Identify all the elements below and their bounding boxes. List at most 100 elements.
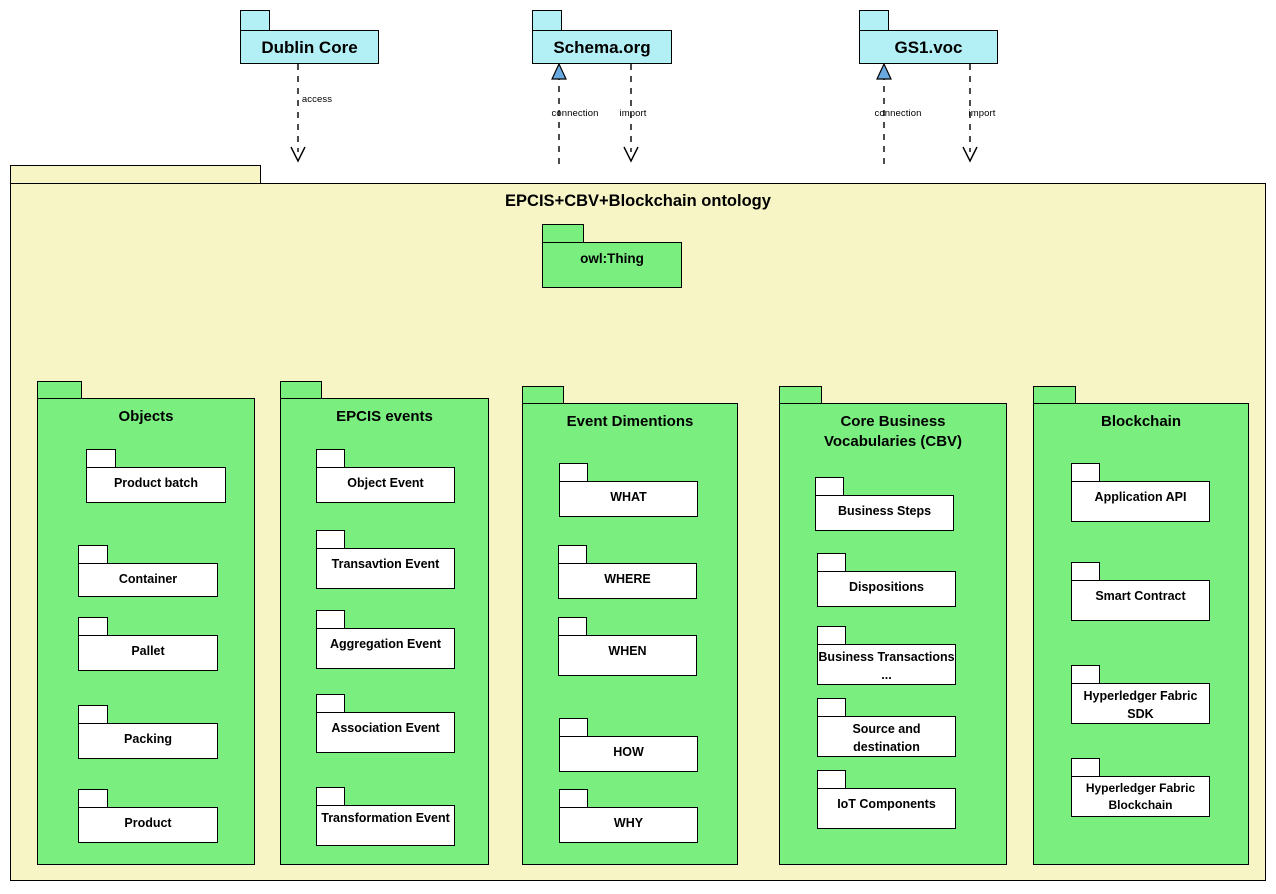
package-body: Dispositions (817, 571, 956, 607)
package-packing[interactable]: Packing (78, 705, 218, 759)
package-smart-contract[interactable]: Smart Contract (1071, 562, 1210, 621)
package-association-event[interactable]: Association Event (316, 694, 455, 753)
package-hyperledger-fabric-sdk[interactable]: Hyperledger Fabric SDK (1071, 665, 1210, 724)
package-label: Pallet (131, 644, 165, 658)
package-body: owl:Thing (542, 242, 682, 288)
package-container[interactable]: Container (78, 545, 218, 597)
package-body: Product (78, 807, 218, 843)
ontology-title: EPCIS+CBV+Blockchain ontology (505, 192, 771, 210)
package-label: Business Steps (837, 504, 932, 518)
package-product[interactable]: Product (78, 789, 218, 843)
package-body: Schema.org (532, 30, 672, 64)
package-label: Product (124, 816, 172, 830)
package-label: Smart Contract (1095, 589, 1186, 603)
package-label: Container (118, 572, 178, 586)
edge-label-import-gs1: import (968, 108, 996, 119)
edge-label-connection-schema: connection (551, 108, 599, 119)
package-pallet[interactable]: Pallet (78, 617, 218, 671)
package-gs1-voc[interactable]: GS1.voc (859, 10, 998, 64)
package-tab (280, 381, 322, 399)
package-tab (1071, 665, 1100, 684)
package-label: GS1.voc (894, 38, 963, 57)
package-what[interactable]: WHAT (559, 463, 698, 517)
package-business-steps[interactable]: Business Steps (815, 477, 954, 531)
package-tab (558, 617, 587, 636)
package-tab (78, 789, 108, 808)
package-label: Aggregation Event (329, 637, 442, 651)
package-object-event[interactable]: Object Event (316, 449, 455, 503)
package-body: Container (78, 563, 218, 597)
package-body: Aggregation Event (316, 628, 455, 669)
package-tab (522, 386, 564, 404)
package-body: Pallet (78, 635, 218, 671)
package-body: WHEN (558, 635, 697, 676)
package-tab (558, 545, 587, 564)
package-tab (316, 694, 345, 713)
package-tab (817, 770, 846, 789)
package-dispositions[interactable]: Dispositions (817, 553, 956, 607)
package-body: Transformation Event (316, 805, 455, 846)
group-label-line1: Core Business (840, 413, 946, 430)
package-tab (78, 705, 108, 724)
package-label: Transavtion Event (331, 557, 440, 571)
package-tab (1071, 463, 1100, 482)
package-label: owl:Thing (580, 251, 644, 266)
package-application-api[interactable]: Application API (1071, 463, 1210, 522)
package-product-batch[interactable]: Product batch (86, 449, 226, 503)
package-body: Dublin Core (240, 30, 379, 64)
package-business-transactions[interactable]: Business Transactions ... (817, 626, 956, 685)
package-body: Object Event (316, 467, 455, 503)
package-tab (316, 449, 345, 468)
package-hyperledger-fabric-blockchain[interactable]: Hyperledger Fabric Blockchain (1071, 758, 1210, 817)
package-tab (559, 463, 588, 482)
package-body: Product batch (86, 467, 226, 503)
package-label: WHY (613, 816, 644, 830)
package-tab (316, 530, 345, 549)
package-tab (817, 698, 846, 717)
package-why[interactable]: WHY (559, 789, 698, 843)
package-dublin-core[interactable]: Dublin Core (240, 10, 379, 64)
group-label: Blockchain (1100, 413, 1182, 430)
package-body: Transavtion Event (316, 548, 455, 589)
edge-dublin-core-access (290, 64, 306, 163)
package-schema-org[interactable]: Schema.org (532, 10, 672, 64)
package-tab (86, 449, 116, 468)
package-label: WHERE (604, 572, 651, 586)
package-transformation-event[interactable]: Transformation Event (316, 787, 455, 846)
package-when[interactable]: WHEN (558, 617, 697, 676)
package-where[interactable]: WHERE (558, 545, 697, 599)
group-label: Event Dimentions (566, 413, 694, 430)
package-body: IoT Components (817, 788, 956, 829)
edge-label-access: access (301, 94, 333, 105)
package-body: WHY (559, 807, 698, 843)
package-body: WHERE (558, 563, 697, 599)
package-body: Smart Contract (1071, 580, 1210, 621)
package-label: Hyperledger Fabric Blockchain (1085, 781, 1196, 813)
package-tab (859, 10, 889, 31)
package-tab (316, 610, 345, 629)
package-tab (542, 224, 584, 243)
package-iot-components[interactable]: IoT Components (817, 770, 956, 829)
package-label: Packing (124, 732, 172, 746)
package-body: Business Transactions ... (817, 644, 956, 685)
package-tab (78, 545, 108, 564)
package-label: Dublin Core (261, 38, 358, 57)
package-body: Source and destination (817, 716, 956, 757)
package-tab (779, 386, 822, 404)
package-how[interactable]: HOW (559, 718, 698, 772)
package-transavtion-event[interactable]: Transavtion Event (316, 530, 455, 589)
package-label: Hyperledger Fabric SDK (1083, 689, 1198, 722)
edge-label-import-schema: import (619, 108, 647, 119)
group-label: EPCIS events (336, 408, 433, 425)
package-tab (532, 10, 562, 31)
package-owl-thing[interactable]: owl:Thing (542, 224, 682, 288)
package-body: Application API (1071, 481, 1210, 522)
package-tab (559, 718, 588, 737)
package-aggregation-event[interactable]: Aggregation Event (316, 610, 455, 669)
package-label: Dispositions (848, 580, 924, 594)
package-source-and-destination[interactable]: Source and destination (817, 698, 956, 757)
package-label: Transformation Event (321, 811, 450, 825)
package-tab (316, 787, 345, 806)
package-tab (817, 626, 846, 645)
package-label: HOW (613, 745, 644, 759)
